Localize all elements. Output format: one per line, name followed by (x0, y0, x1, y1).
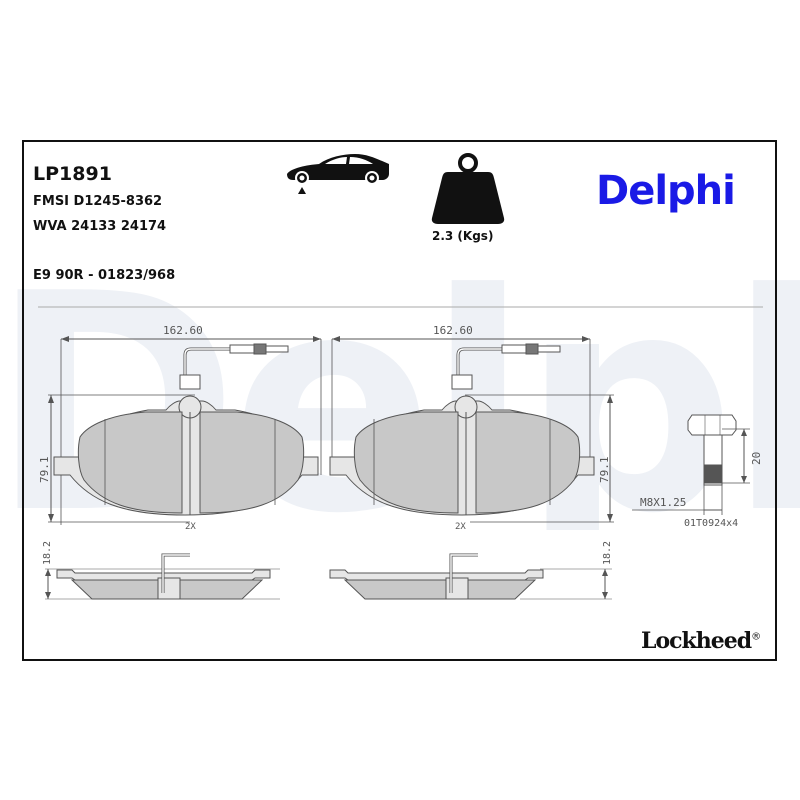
delphi-logo: Delphi (596, 168, 736, 214)
spec-sheet-frame (22, 140, 777, 661)
product-code: LP1891 (33, 163, 112, 185)
svg-text:162.60: 162.60 (163, 324, 203, 337)
brake-pad-side-view-left: 18.2 (42, 541, 280, 600)
ece-approval: E9 90R - 01823/968 (33, 268, 176, 283)
svg-text:162.60: 162.60 (433, 324, 473, 337)
svg-text:18.2: 18.2 (42, 541, 53, 565)
weight-label: 2.3 (Kgs) (432, 229, 494, 243)
guide-bolt-drawing: 20 M8X1.25 01T0924x4 (632, 414, 763, 529)
lockheed-name: Lockheed (641, 628, 752, 654)
svg-text:79.1: 79.1 (598, 457, 611, 484)
svg-text:79.1: 79.1 (38, 457, 51, 484)
brake-pad-front-view-left: 162.60 79.1 2X (38, 324, 322, 530)
weight-icon (431, 153, 505, 224)
wva-number: WVA 24133 24174 (33, 219, 167, 234)
lockheed-logo: Lockheed® (641, 628, 761, 654)
separator-line (38, 306, 763, 308)
registered-mark: ® (751, 631, 761, 643)
car-front-axle-icon (287, 154, 389, 194)
svg-text:M8X1.25: M8X1.25 (640, 496, 686, 509)
svg-text:2X: 2X (185, 522, 196, 530)
brake-pad-front-view-right: 162.60 79.1 2X (329, 324, 614, 530)
svg-text:18.2: 18.2 (602, 541, 613, 565)
svg-text:2X: 2X (455, 522, 466, 530)
svg-text:20: 20 (750, 452, 763, 465)
fmsi-number: FMSI D1245-8362 (33, 194, 163, 209)
brake-pad-side-view-right: 18.2 (329, 541, 613, 600)
svg-text:01T0924x4: 01T0924x4 (684, 518, 738, 529)
